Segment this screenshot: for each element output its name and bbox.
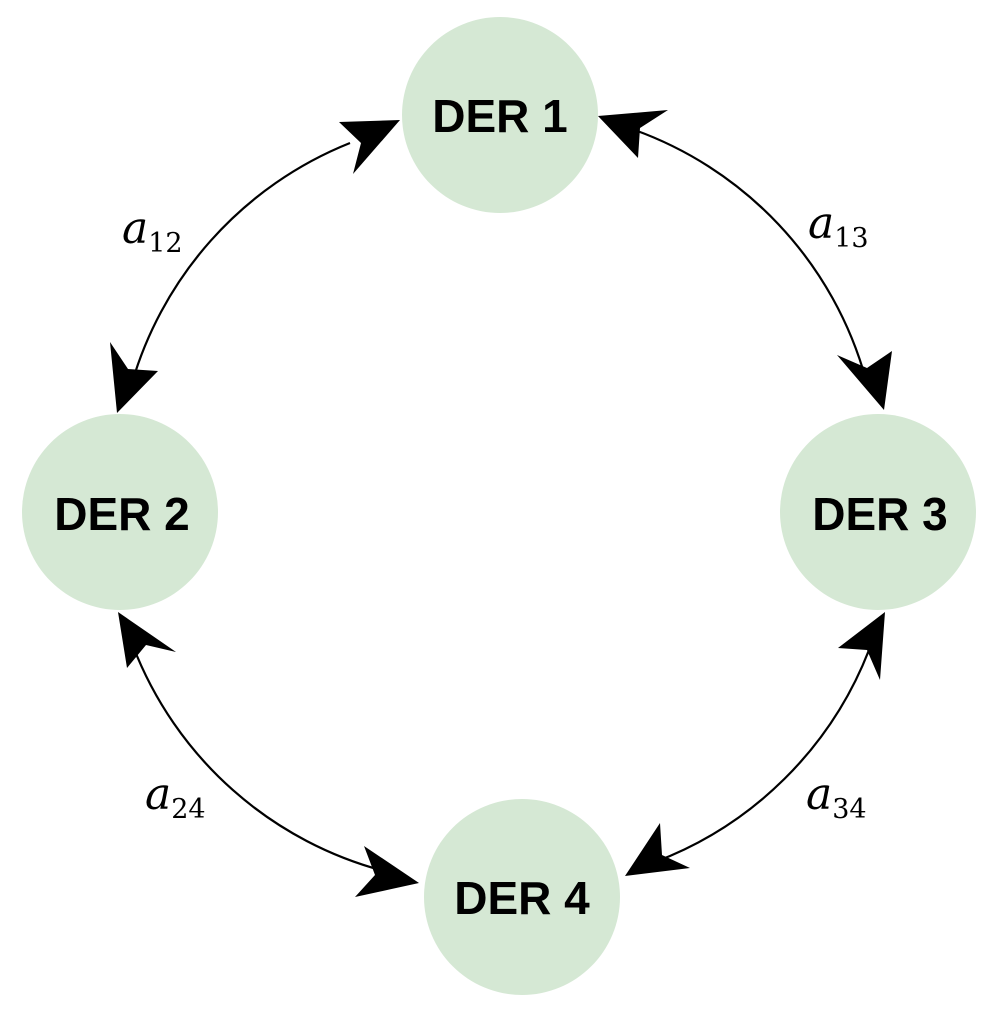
edge-line — [628, 126, 868, 381]
edge-label-subscript: 12 — [148, 228, 182, 259]
arrow-head — [355, 846, 419, 897]
node-der2[interactable]: DER 2 — [22, 414, 218, 610]
edge-labels: a12 a13 a24 a34 — [122, 198, 869, 825]
edge-label-subscript: 34 — [832, 794, 866, 825]
edge-line — [128, 141, 351, 391]
edge-der2-der4 — [118, 612, 419, 897]
node-der1[interactable]: DER 1 — [402, 17, 598, 213]
node-label: DER 1 — [432, 90, 567, 142]
node-label: DER 2 — [54, 488, 189, 540]
edge-label-a12: a12 — [122, 203, 183, 259]
edge-label-a34: a34 — [806, 769, 867, 825]
edge-label-a13: a13 — [808, 198, 869, 254]
arrow-head — [118, 612, 176, 668]
node-label: DER 4 — [454, 872, 590, 924]
edge-label-subscript: 13 — [834, 223, 868, 254]
node-circle — [22, 414, 218, 610]
node-circle — [402, 17, 598, 213]
edges — [110, 110, 892, 897]
node-der4[interactable]: DER 4 — [424, 799, 620, 995]
edge-der1-der2 — [110, 120, 400, 413]
edge-line — [131, 645, 389, 874]
edge-label-symbol: a — [806, 769, 832, 820]
edge-label-symbol: a — [808, 198, 834, 249]
arrow-head — [625, 823, 690, 876]
edge-label-symbol: a — [122, 203, 148, 254]
node-label: DER 3 — [812, 488, 947, 540]
arrow-head — [339, 120, 400, 174]
edge-der1-der3 — [598, 110, 892, 410]
arrow-head — [837, 351, 892, 410]
edge-label-a24: a24 — [145, 769, 206, 825]
arrow-head — [838, 612, 885, 680]
edge-label-subscript: 24 — [171, 794, 205, 825]
arrow-head — [110, 342, 158, 413]
edge-label-symbol: a — [145, 769, 171, 820]
node-der3[interactable]: DER 3 — [780, 414, 976, 610]
edge-der3-der4 — [625, 612, 885, 876]
arrow-head — [598, 110, 668, 158]
node-circle — [780, 414, 976, 610]
node-circle — [424, 799, 620, 995]
nodes: DER 1 DER 2 DER 3 DER 4 — [22, 17, 976, 995]
edge-line — [654, 649, 871, 864]
